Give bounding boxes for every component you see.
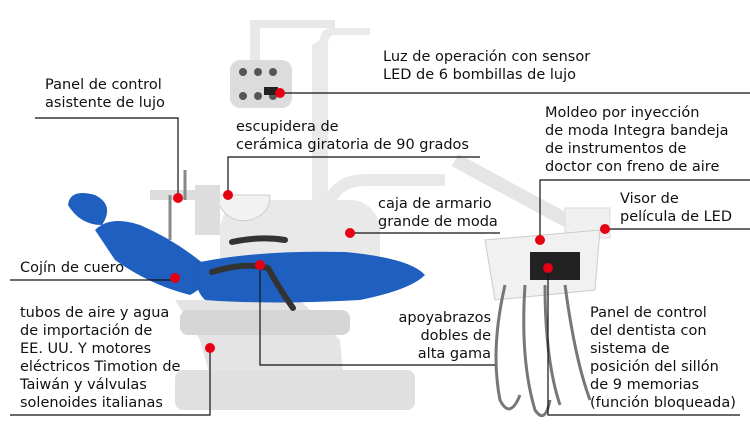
operating-light <box>230 20 370 215</box>
label-operating-light: Luz de operación con sensor LED de 6 bom… <box>383 49 591 83</box>
label-armrests: apoyabrazos dobles de alta gama <box>398 310 491 362</box>
assistant-panel <box>150 170 200 240</box>
label-tubes-motors: tubos de aire y agua de importación de E… <box>20 305 181 411</box>
armrests <box>209 235 296 311</box>
leader-lines <box>10 92 750 416</box>
label-cabinet: caja de armario grande de moda <box>378 196 498 230</box>
label-led-viewer: Visor de película de LED <box>620 191 733 225</box>
label-assistant-panel: Panel de control asistente de lujo <box>45 77 165 111</box>
label-leather-cushion: Cojín de cuero <box>20 260 125 276</box>
chair-base <box>175 300 415 410</box>
label-dentist-panel: Panel de control del dentista con sistem… <box>590 305 736 411</box>
callout-dots <box>170 88 610 353</box>
instrument-tray <box>451 153 611 418</box>
label-spittoon: escupidera de cerámica giratoria de 90 g… <box>236 119 469 153</box>
label-instrument-tray: Moldeo por inyección de moda Integra ban… <box>545 105 729 175</box>
